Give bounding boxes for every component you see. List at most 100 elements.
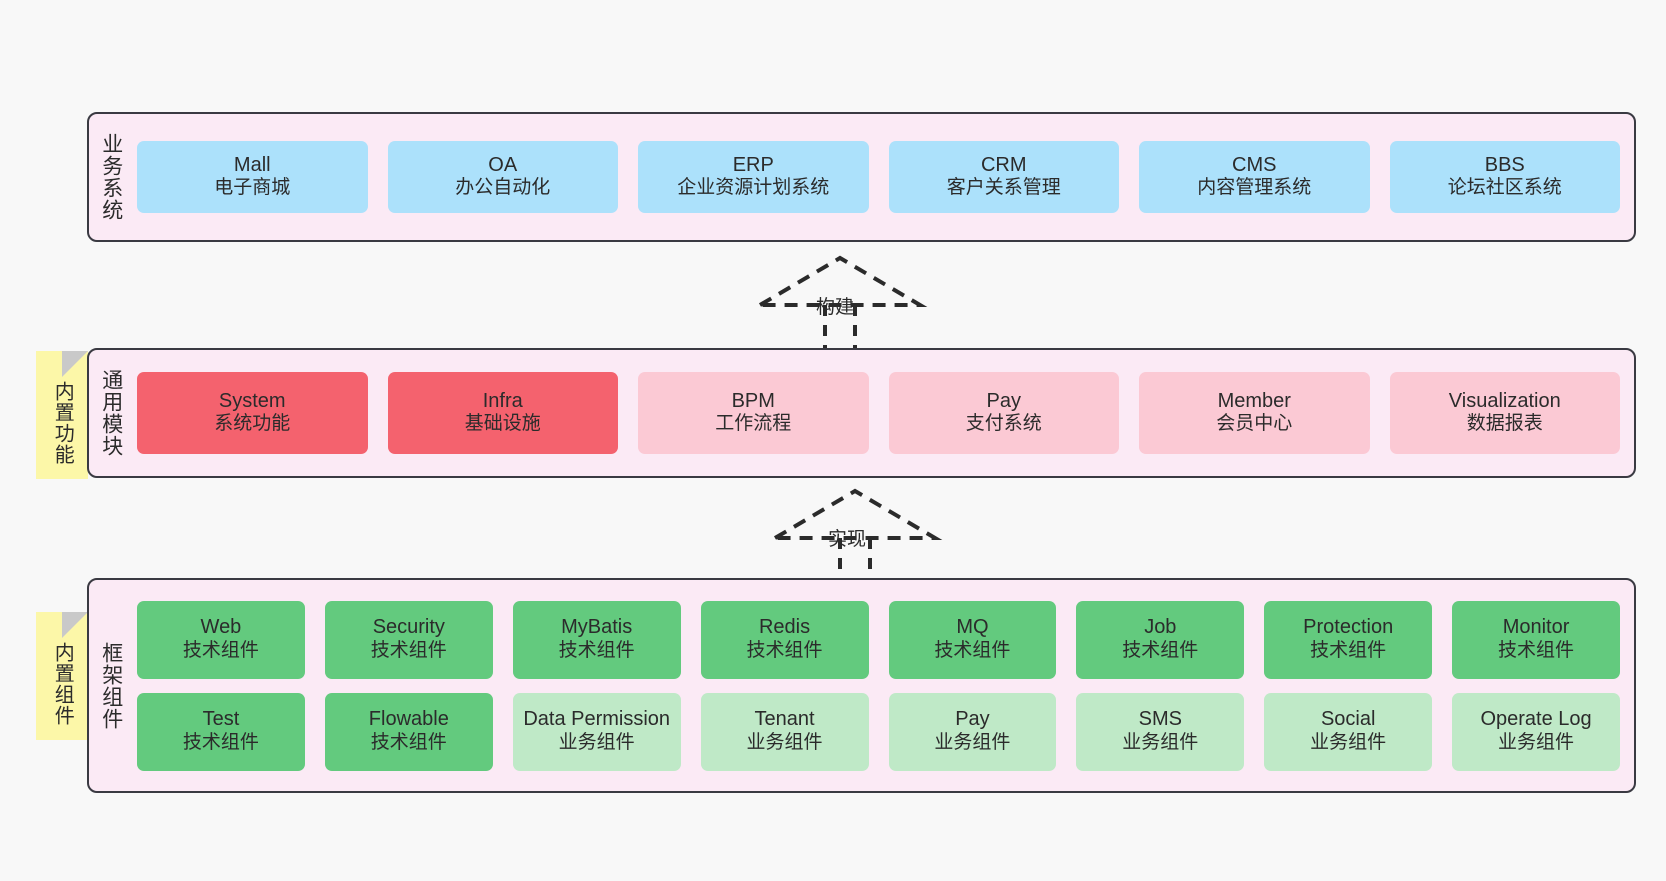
card-flowable[interactable]: Flowable 技术组件 bbox=[324, 692, 493, 771]
card-subtitle: 客户关系管理 bbox=[946, 177, 1061, 199]
card-subtitle: 基础设施 bbox=[464, 413, 541, 435]
card-title: BPM bbox=[731, 389, 775, 412]
card-title: ERP bbox=[732, 153, 774, 176]
card-title: Web bbox=[200, 616, 242, 639]
card-title: Pay bbox=[955, 708, 990, 731]
layer-body-business-system: Mall 电子商城 OA 办公自动化 ERP 企业资源计划系统 CRM 客户关系… bbox=[133, 114, 1634, 240]
card-title: Test bbox=[202, 708, 240, 731]
card-title: Data Permission bbox=[523, 708, 671, 731]
generalization-arrow-icon bbox=[767, 488, 943, 593]
card-mq[interactable]: MQ 技术组件 bbox=[888, 600, 1057, 679]
layer-body-common-module: System 系统功能 Infra 基础设施 BPM 工作流程 Pay 支付系统… bbox=[133, 350, 1634, 476]
card-subtitle: 技术组件 bbox=[1310, 639, 1387, 661]
card-subtitle: 办公自动化 bbox=[455, 177, 551, 199]
card-title: SMS bbox=[1138, 708, 1182, 731]
card-subtitle: 论坛社区系统 bbox=[1447, 177, 1562, 199]
card-subtitle: 电子商城 bbox=[214, 177, 291, 199]
card-subtitle: 系统功能 bbox=[214, 413, 291, 435]
card-test[interactable]: Test 技术组件 bbox=[137, 692, 305, 771]
card-member[interactable]: Member 会员中心 bbox=[1139, 372, 1370, 454]
card-subtitle: 技术组件 bbox=[1498, 639, 1575, 661]
card-monitor[interactable]: Monitor 技术组件 bbox=[1452, 600, 1620, 679]
card-title: Mall bbox=[233, 153, 271, 176]
card-title: Tenant bbox=[754, 708, 815, 731]
card-cms[interactable]: CMS 内容管理系统 bbox=[1139, 141, 1370, 213]
card-security[interactable]: Security 技术组件 bbox=[324, 600, 493, 679]
card-job[interactable]: Job 技术组件 bbox=[1076, 600, 1245, 679]
card-row: Mall 电子商城 OA 办公自动化 ERP 企业资源计划系统 CRM 客户关系… bbox=[137, 141, 1620, 213]
card-subtitle: 技术组件 bbox=[182, 731, 259, 753]
card-bbs[interactable]: BBS 论坛社区系统 bbox=[1389, 141, 1620, 213]
layer-framework-component: 框架组件 Web 技术组件 Security 技术组件 MyBatis 技术组件… bbox=[87, 578, 1636, 793]
layer-business-system: 业务系统 Mall 电子商城 OA 办公自动化 ERP 企业资源计划系统 CRM… bbox=[87, 112, 1636, 242]
card-title: MyBatis bbox=[561, 616, 633, 639]
card-tenant[interactable]: Tenant 业务组件 bbox=[700, 692, 869, 771]
card-subtitle: 技术组件 bbox=[1122, 639, 1199, 661]
card-pay-component[interactable]: Pay 业务组件 bbox=[888, 692, 1057, 771]
card-title: Monitor bbox=[1502, 616, 1570, 639]
card-subtitle: 业务组件 bbox=[934, 731, 1011, 753]
card-title: Visualization bbox=[1448, 389, 1561, 412]
card-title: System bbox=[218, 389, 286, 412]
card-title: Infra bbox=[482, 389, 523, 412]
card-title: Operate Log bbox=[1480, 708, 1592, 731]
note-text: 内置功能 bbox=[51, 381, 74, 465]
card-subtitle: 业务组件 bbox=[1310, 731, 1387, 753]
card-oa[interactable]: OA 办公自动化 bbox=[387, 141, 618, 213]
layer-body-framework-component: Web 技术组件 Security 技术组件 MyBatis 技术组件 Redi… bbox=[133, 580, 1634, 791]
layer-common-module: 通用模块 System 系统功能 Infra 基础设施 BPM 工作流程 Pay… bbox=[87, 348, 1636, 478]
card-title: BBS bbox=[1484, 153, 1525, 176]
card-social[interactable]: Social 业务组件 bbox=[1264, 692, 1433, 771]
card-web[interactable]: Web 技术组件 bbox=[137, 600, 305, 679]
card-visualization[interactable]: Visualization 数据报表 bbox=[1389, 372, 1620, 454]
note-builtin-components: 内置组件 bbox=[36, 612, 88, 740]
card-operate-log[interactable]: Operate Log 业务组件 bbox=[1452, 692, 1620, 771]
card-title: MQ bbox=[956, 616, 989, 639]
card-protection[interactable]: Protection 技术组件 bbox=[1264, 600, 1433, 679]
card-subtitle: 业务组件 bbox=[1498, 731, 1575, 753]
card-subtitle: 业务组件 bbox=[1122, 731, 1199, 753]
card-title: Member bbox=[1217, 389, 1291, 412]
card-title: Pay bbox=[986, 389, 1021, 412]
card-row-technical: Web 技术组件 Security 技术组件 MyBatis 技术组件 Redi… bbox=[137, 600, 1620, 679]
card-redis[interactable]: Redis 技术组件 bbox=[700, 600, 869, 679]
card-mall[interactable]: Mall 电子商城 bbox=[137, 141, 368, 213]
card-subtitle: 技术组件 bbox=[746, 639, 823, 661]
connector-implement-arrow bbox=[755, 483, 955, 593]
card-sms[interactable]: SMS 业务组件 bbox=[1076, 692, 1245, 771]
card-title: Flowable bbox=[368, 708, 449, 731]
layer-label-framework-component: 框架组件 bbox=[99, 641, 123, 730]
card-subtitle: 工作流程 bbox=[715, 413, 792, 435]
card-system[interactable]: System 系统功能 bbox=[137, 372, 368, 454]
card-erp[interactable]: ERP 企业资源计划系统 bbox=[638, 141, 869, 213]
card-title: Security bbox=[372, 616, 445, 639]
card-mybatis[interactable]: MyBatis 技术组件 bbox=[512, 600, 681, 679]
layer-label-common-module: 通用模块 bbox=[99, 369, 123, 457]
card-subtitle: 业务组件 bbox=[558, 731, 635, 753]
card-subtitle: 数据报表 bbox=[1466, 413, 1543, 435]
card-title: OA bbox=[488, 153, 518, 176]
note-builtin-features: 内置功能 bbox=[36, 351, 88, 479]
note-text: 内置组件 bbox=[51, 642, 74, 726]
card-subtitle: 企业资源计划系统 bbox=[677, 177, 830, 199]
card-title: Social bbox=[1320, 708, 1376, 731]
card-title: CMS bbox=[1232, 153, 1277, 176]
card-bpm[interactable]: BPM 工作流程 bbox=[638, 372, 869, 454]
connector-label-build: 构建 bbox=[816, 297, 855, 318]
card-data-permission[interactable]: Data Permission 业务组件 bbox=[512, 692, 681, 771]
card-title: Job bbox=[1144, 616, 1177, 639]
card-row-business: Test 技术组件 Flowable 技术组件 Data Permission … bbox=[137, 692, 1620, 771]
card-infra[interactable]: Infra 基础设施 bbox=[387, 372, 618, 454]
card-row: System 系统功能 Infra 基础设施 BPM 工作流程 Pay 支付系统… bbox=[137, 372, 1620, 454]
card-title: CRM bbox=[980, 153, 1027, 176]
card-crm[interactable]: CRM 客户关系管理 bbox=[888, 141, 1119, 213]
card-title: Protection bbox=[1303, 616, 1394, 639]
connector-label-implement: 实现 bbox=[828, 529, 867, 550]
card-subtitle: 会员中心 bbox=[1216, 413, 1293, 435]
card-subtitle: 技术组件 bbox=[558, 639, 635, 661]
card-subtitle: 支付系统 bbox=[965, 413, 1042, 435]
card-subtitle: 业务组件 bbox=[746, 731, 823, 753]
card-subtitle: 技术组件 bbox=[370, 731, 447, 753]
card-pay-module[interactable]: Pay 支付系统 bbox=[888, 372, 1119, 454]
